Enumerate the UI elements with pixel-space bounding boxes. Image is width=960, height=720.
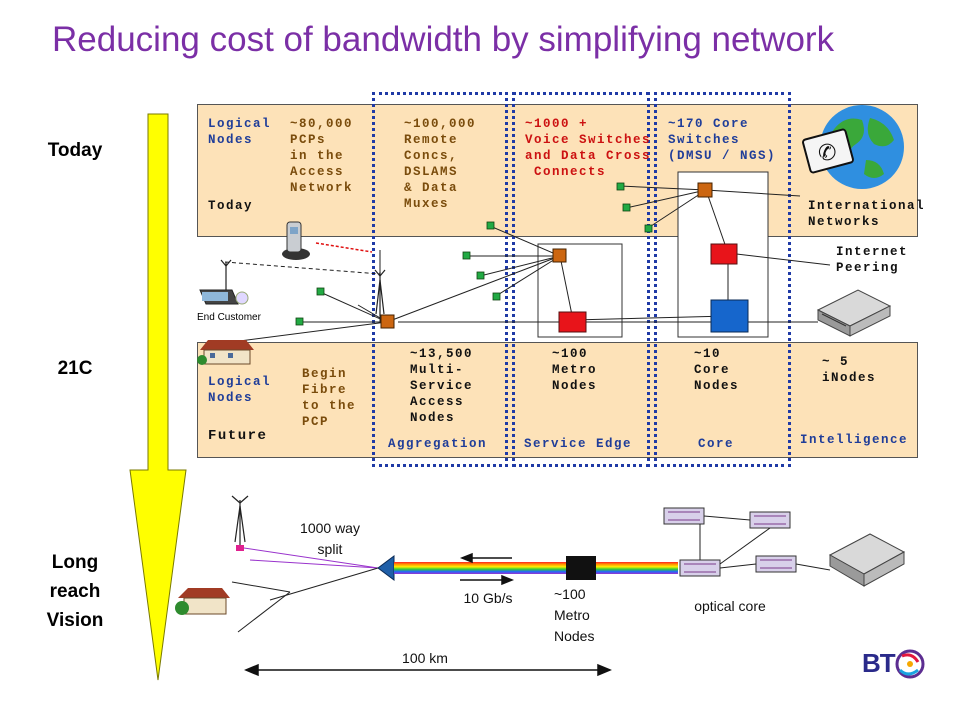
internet-peering-label: Internet Peering bbox=[836, 245, 909, 275]
today-panel bbox=[197, 104, 918, 237]
today-voice-switches: ~1000 + Voice Switches and Data Cross Co… bbox=[525, 117, 652, 179]
future-metro-nodes: ~100 Metro Nodes bbox=[552, 347, 598, 393]
bt-logo-text: BT bbox=[862, 648, 896, 678]
svg-text:✆: ✆ bbox=[818, 141, 836, 166]
vision-house-icon bbox=[175, 588, 230, 615]
today-logical-nodes: Logical Nodes bbox=[208, 117, 272, 147]
bt-logo-icon bbox=[895, 649, 925, 679]
metro-nodes-label: ~100 Metro Nodes bbox=[554, 586, 595, 644]
house-icon bbox=[197, 340, 254, 365]
metro-node-box bbox=[566, 556, 596, 580]
era-today: Today bbox=[47, 140, 103, 161]
future-logical-nodes: Logical Nodes bbox=[208, 375, 272, 405]
phone-icon bbox=[282, 221, 310, 260]
distance-label: 100 km bbox=[402, 650, 448, 666]
today-remote-concs: ~100,000 Remote Concs, DSLAMS & Data Mux… bbox=[404, 117, 477, 211]
era-long-reach-vision: Long reach Vision bbox=[46, 552, 104, 631]
split-label: 1000 way split bbox=[300, 520, 360, 557]
laptop-icon bbox=[199, 289, 249, 305]
future-core-nodes: ~10 Core Nodes bbox=[694, 347, 740, 393]
label-service-edge: Service Edge bbox=[524, 437, 633, 451]
fibre-bundle bbox=[394, 562, 566, 574]
globe-icon: ✆ bbox=[802, 105, 904, 189]
column-aggregation bbox=[372, 92, 508, 467]
column-service-edge bbox=[512, 92, 650, 467]
today-pcps: ~80,000 PCPs in the Access Network bbox=[290, 117, 354, 195]
mast-icon bbox=[374, 269, 386, 316]
slide-title: Reducing cost of bandwidth by simplifyin… bbox=[52, 20, 835, 59]
splitter-icon bbox=[377, 555, 395, 581]
building-icon-bottom bbox=[828, 533, 906, 587]
building-icon bbox=[816, 289, 892, 337]
column-core bbox=[654, 92, 791, 467]
today-label: Today bbox=[208, 199, 254, 213]
fibre-bundle-2 bbox=[596, 562, 678, 574]
future-begin-fibre: Begin Fibre to the PCP bbox=[302, 367, 357, 429]
future-panel bbox=[197, 342, 918, 458]
future-inodes: ~ 5 iNodes bbox=[822, 355, 877, 385]
small-mast-icon bbox=[220, 259, 232, 290]
international-networks-label: International Networks bbox=[808, 199, 926, 229]
vision-mast-icon bbox=[231, 495, 249, 545]
future-msan: ~13,500 Multi- Service Access Nodes bbox=[410, 347, 474, 425]
optical-core-label: optical core bbox=[694, 598, 766, 614]
label-core: Core bbox=[698, 437, 735, 451]
optical-core-icon bbox=[663, 507, 831, 577]
end-customer-label: End Customer bbox=[197, 312, 261, 323]
label-aggregation: Aggregation bbox=[388, 437, 488, 451]
future-label: Future bbox=[208, 428, 268, 444]
timeline-arrow bbox=[129, 113, 187, 681]
era-21c: 21C bbox=[57, 358, 93, 379]
speed-label: 10 Gb/s bbox=[463, 590, 513, 606]
today-core-switches: ~170 Core Switches (DMSU / NGS) bbox=[668, 117, 777, 163]
label-intelligence: Intelligence bbox=[800, 433, 909, 447]
